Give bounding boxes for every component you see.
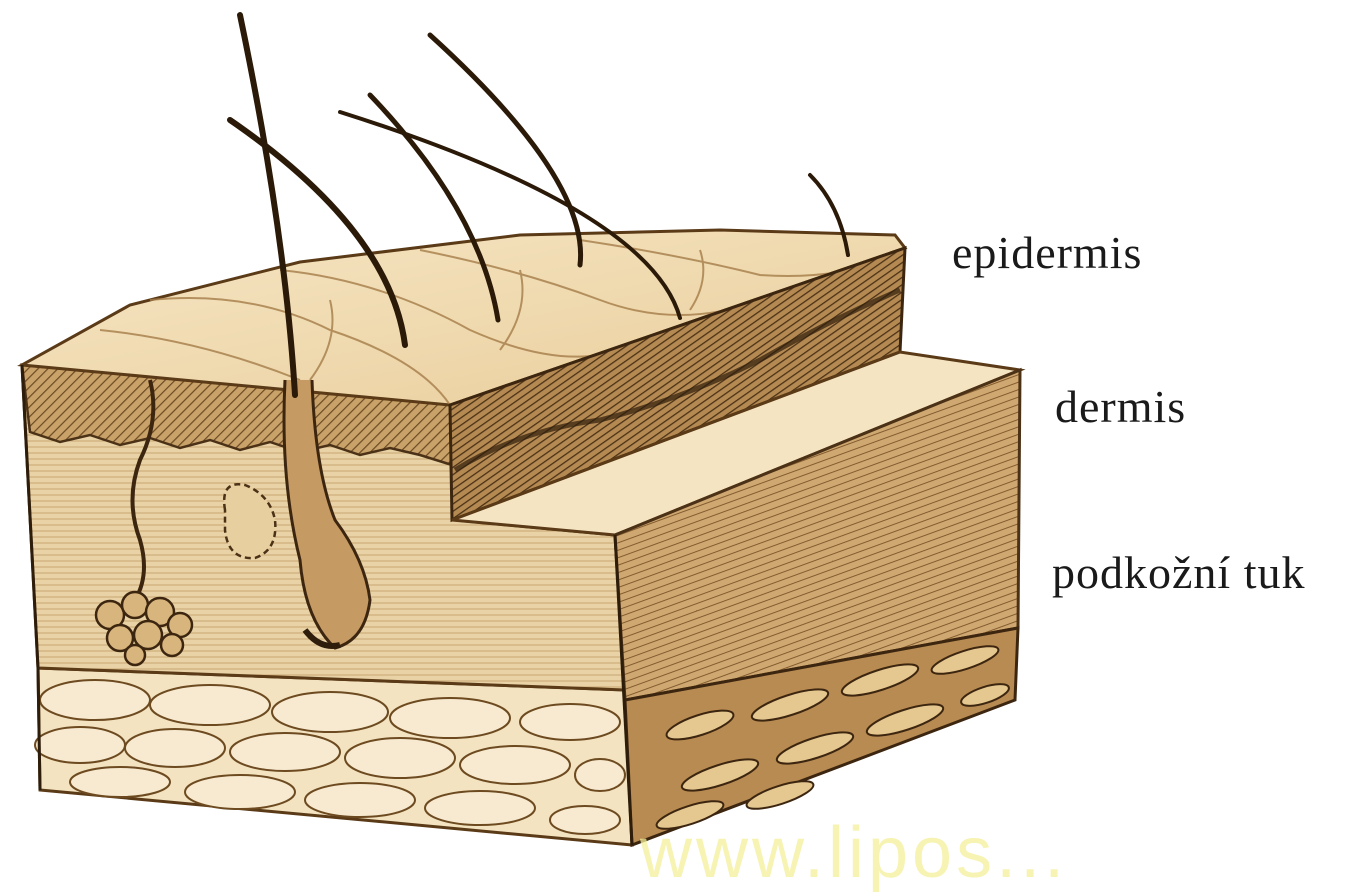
label-dermis: dermis	[1055, 380, 1186, 433]
label-epidermis: epidermis	[952, 226, 1142, 279]
skin-cross-section-illustration	[0, 0, 1371, 867]
subcutaneous-fat-front	[35, 668, 632, 845]
watermark: www.lipos...	[640, 812, 1068, 894]
label-subcutaneous-fat: podkožní tuk	[1052, 546, 1305, 599]
